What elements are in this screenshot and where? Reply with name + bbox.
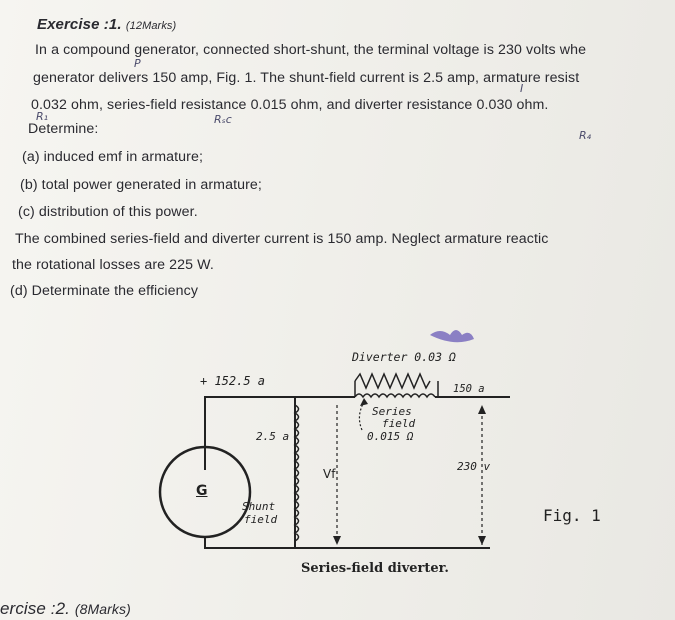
series-label-2: field <box>382 417 416 430</box>
diverter-resistor <box>354 372 431 390</box>
shunt-label-1: Shunt <box>242 500 276 513</box>
exercise-2-heading: ercise :2. <box>0 599 70 618</box>
note-line-2: the rotational losses are 225 W. <box>12 257 214 273</box>
exercise-2-title: ercise :2. (8Marks) <box>0 599 131 619</box>
annotation-p: P <box>134 57 141 70</box>
vf-label: Vf <box>323 467 336 481</box>
annotation-rsc: Rₛc <box>214 113 232 126</box>
item-a: (a) induced emf in armature; <box>22 149 204 165</box>
item-b: (b) total power generated in armature; <box>20 177 262 193</box>
diverter-label: Diverter 0.03 Ω <box>352 350 456 364</box>
exercise-1-title: Exercise :1. (12Marks) <box>37 16 176 33</box>
terminal-voltage-label: 230 v <box>457 460 491 473</box>
generator-symbol: G <box>196 483 208 499</box>
vf-arrow-head <box>333 536 341 545</box>
figure-caption: Series-field diverter. <box>301 561 449 576</box>
annotation-ra: R₁ <box>36 110 49 123</box>
line-current-label: 150 a <box>453 383 485 395</box>
series-current-arrow <box>358 401 365 431</box>
armature-current-label: + 152.5 a <box>200 374 266 388</box>
series-field-coil <box>354 393 436 399</box>
problem-line-1: In a compound generator, connected short… <box>35 42 587 58</box>
problem-line-2: generator delivers 150 amp, Fig. 1. The … <box>33 70 580 86</box>
item-c: (c) distribution of this power. <box>18 204 198 220</box>
note-line-1: The combined series-field and diverter c… <box>15 231 549 247</box>
shunt-label-2: field <box>244 513 278 526</box>
exercise-1-heading: Exercise :1. <box>37 16 122 33</box>
annotation-i: I <box>520 82 524 95</box>
series-label-3: 0.015 Ω <box>367 430 414 443</box>
determine-label: Determine: <box>28 121 99 137</box>
pen-scribble <box>430 330 474 343</box>
item-d: (d) Determinate the efficiency <box>10 283 199 299</box>
bottom-wire <box>204 537 490 549</box>
series-label-1: Series <box>372 405 412 418</box>
shunt-current-label: 2.5 a <box>256 430 290 443</box>
terminal-voltage-arrow-top <box>478 405 486 414</box>
exercise-1-marks: (12Marks) <box>125 20 177 32</box>
problem-line-3: 0.032 ohm, series-field resistance 0.015… <box>31 97 549 113</box>
note-line-2-text: the rotational losses are 225 W. <box>12 257 214 273</box>
terminal-voltage-arrow-bottom <box>478 536 486 545</box>
annotation-rd: R₄ <box>579 129 592 142</box>
shunt-coil <box>293 404 300 542</box>
exercise-2-marks: (8Marks) <box>74 601 131 617</box>
series-arrow-head <box>360 398 368 406</box>
figure-number: Fig. 1 <box>543 506 601 525</box>
